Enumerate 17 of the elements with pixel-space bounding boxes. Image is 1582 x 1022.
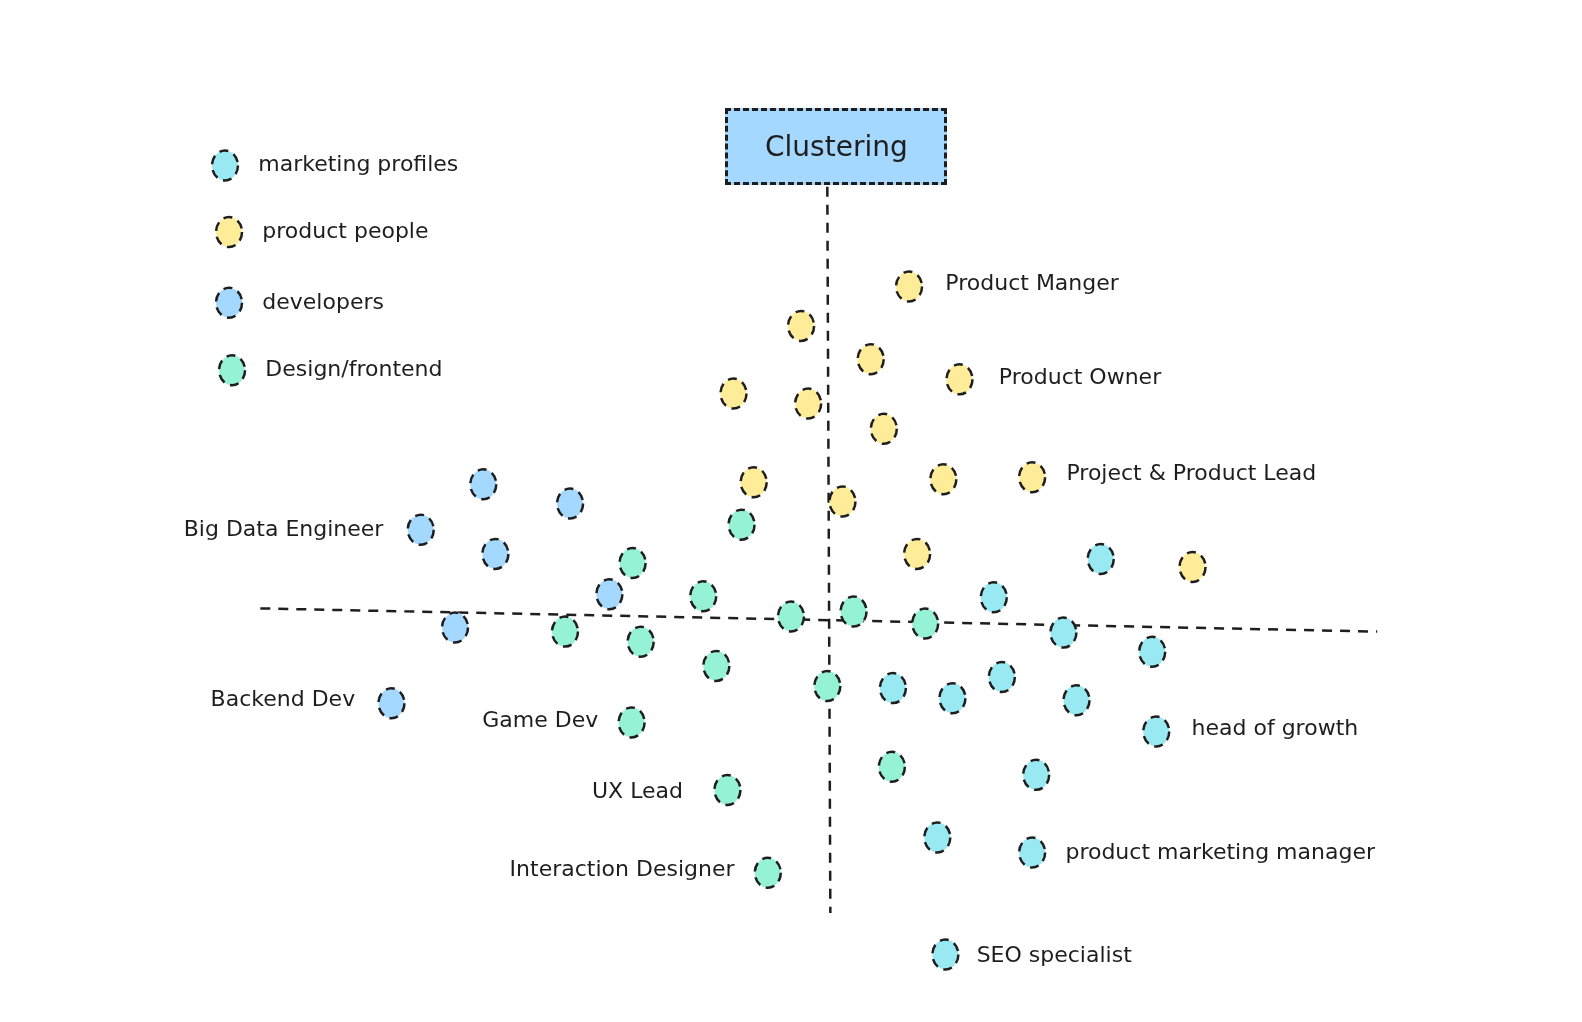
point-label: Game Dev xyxy=(482,707,599,734)
point-label: head of growth xyxy=(1191,715,1359,742)
legend-label: Design/frontend xyxy=(265,356,443,383)
point-label: Interaction Designer xyxy=(509,855,735,882)
point-label: SEO specialist xyxy=(976,942,1132,969)
legend-label: marketing profiles xyxy=(258,151,459,178)
point-label: Project & Product Lead xyxy=(1066,460,1317,487)
point-label: Backend Dev xyxy=(210,686,356,713)
legend-label: developers xyxy=(262,288,384,315)
legend-label: product people xyxy=(262,218,429,245)
point-label: Product Manger xyxy=(945,269,1119,296)
point-label: Product Owner xyxy=(998,364,1162,391)
point-label: product marketing manager xyxy=(1065,838,1375,865)
point-label: UX Lead xyxy=(592,778,684,804)
point-label: Big Data Engineer xyxy=(183,515,384,542)
title-text: Clustering xyxy=(765,129,908,163)
title-box xyxy=(725,107,948,185)
